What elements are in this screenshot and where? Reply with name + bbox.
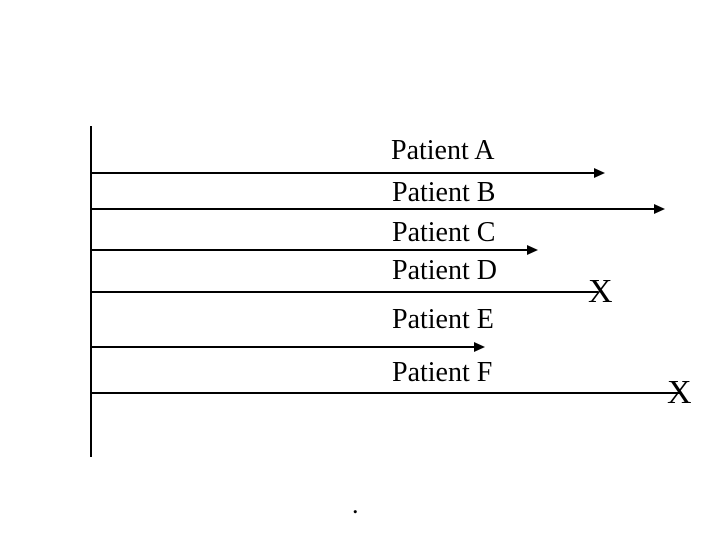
- patient-label: Patient B: [392, 177, 496, 208]
- arrowhead-icon: [594, 168, 605, 178]
- arrowhead-icon: [474, 342, 485, 352]
- patient-label: Patient E: [392, 304, 494, 335]
- arrowhead-icon: [527, 245, 538, 255]
- patient-timeline-line: [91, 172, 594, 174]
- patient-label: Patient A: [391, 135, 495, 166]
- arrowhead-icon: [654, 204, 665, 214]
- patient-timeline-line: [91, 291, 598, 293]
- patient-label: Patient F: [392, 357, 493, 388]
- patient-label: Patient D: [392, 255, 497, 286]
- patient-label: Patient C: [392, 217, 496, 248]
- footer-period: .: [352, 490, 359, 519]
- patient-timeline-line: [91, 346, 474, 348]
- patient-timeline-line: [91, 208, 654, 210]
- patient-timeline-line: [91, 249, 527, 251]
- event-x-marker: X: [588, 273, 613, 310]
- event-x-marker: X: [667, 374, 692, 411]
- patient-timeline-line: [91, 392, 680, 394]
